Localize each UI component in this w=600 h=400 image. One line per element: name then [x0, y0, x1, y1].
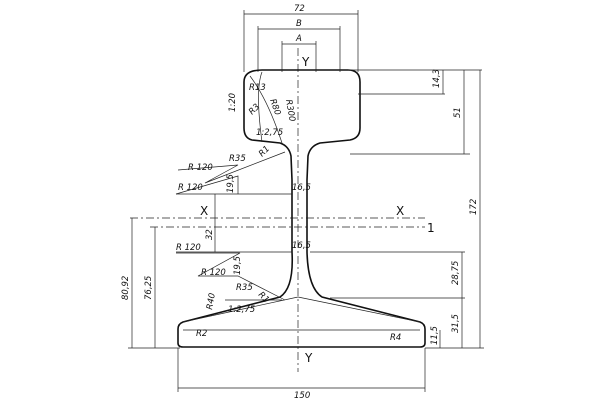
upper-web-construction-2: [175, 175, 239, 195]
rail-outline: [177, 69, 426, 348]
r35-bot-label: R35: [236, 283, 253, 293]
dim-19-5-bot-text: 19,5: [233, 256, 243, 275]
dim-172-text: 172: [469, 199, 479, 215]
dim-51-text: 51: [453, 107, 463, 118]
r120-b-label: R 120: [178, 183, 203, 193]
head-inner-arc: [258, 71, 263, 143]
r80-label: R80: [267, 98, 282, 117]
x-label-right: X: [396, 204, 404, 218]
slope-2-75-top-label: 1:2,75: [256, 128, 283, 138]
slope-1-20-label: 1:20: [228, 93, 238, 112]
reference-number-1: 1: [427, 221, 435, 235]
dim-76-25-text: 76,25: [144, 276, 154, 300]
r300-label: R300: [283, 99, 297, 123]
dim-16-5-bot-text: 16,5: [292, 241, 311, 251]
y-label-top: Y: [301, 55, 310, 69]
dim-28-75-text: 28,75: [451, 261, 461, 285]
dim-72-text: 72: [294, 4, 305, 14]
head-r3-arc: [249, 75, 283, 144]
r120-c-label: R 120: [176, 243, 201, 253]
r2-label: R2: [196, 329, 207, 339]
r120-a-label: R 120: [188, 163, 213, 173]
r35-top-label: R35: [229, 154, 246, 164]
r13-label: R13: [249, 83, 266, 93]
dim-14-3-text: 14,3: [432, 69, 442, 88]
lower-web-construction: [176, 252, 286, 301]
dim-19-5-top-text: 19,5: [226, 174, 236, 193]
dim-80-92-text: 80,92: [121, 276, 131, 300]
dim-150-text: 150: [294, 391, 310, 400]
foot-left-slope: [182, 296, 299, 323]
r3-label: R3: [247, 102, 262, 117]
dim-16-5-top-text: 16,5: [292, 183, 311, 193]
dim-a-text: A: [295, 34, 302, 44]
foot-right-slope: [297, 296, 421, 323]
dim-32-text: 32: [205, 229, 215, 240]
y-label-bottom: Y: [304, 351, 313, 365]
r40-label: R40: [205, 292, 218, 310]
upper-web-construction: [177, 151, 286, 184]
dim-b-text: B: [296, 19, 302, 29]
r120-d-label: R 120: [201, 268, 226, 278]
slope-2-75-bot-label: 1:2,75: [228, 305, 255, 315]
r4-label: R4: [390, 333, 401, 343]
dim-11-5-text: 11,5: [430, 326, 440, 345]
r1-top-label: R1: [257, 144, 272, 159]
x-label-left: X: [200, 204, 208, 218]
dim-31-5-text: 31,5: [451, 314, 461, 333]
